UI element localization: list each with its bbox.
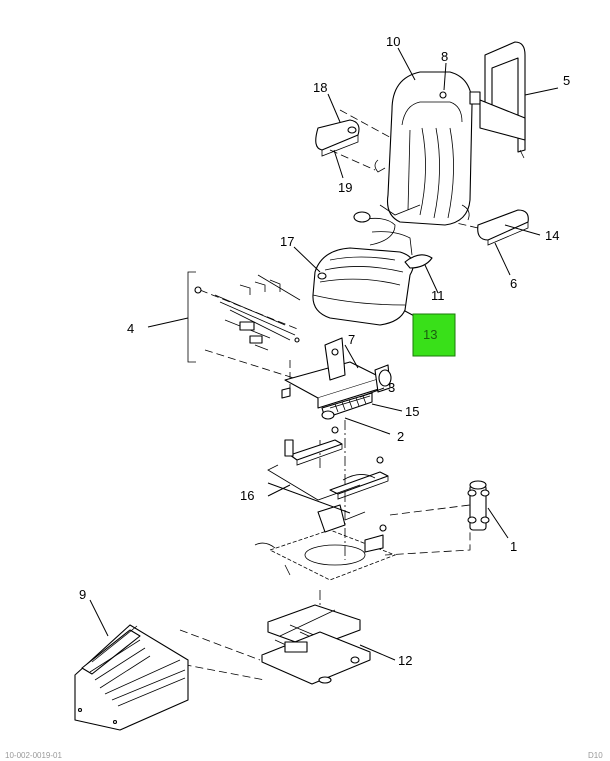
callout-11[interactable]: 11 (431, 288, 445, 303)
callout-12[interactable]: 12 (398, 653, 412, 668)
headrest-handle (469, 41, 526, 159)
shock-absorber (467, 480, 490, 531)
highlighted-callout-13[interactable]: 13 (412, 313, 456, 357)
callout-19[interactable]: 19 (338, 180, 352, 195)
callout-7[interactable]: 7 (348, 332, 355, 347)
callout-2[interactable]: 2 (397, 429, 404, 444)
callout-10[interactable]: 10 (386, 34, 400, 49)
highlight-box[interactable] (412, 313, 456, 357)
mounting-plate (254, 504, 397, 581)
callouts: 1 2 3 4 5 6 7 8 9 10 11 12 14 15 16 17 1… (79, 34, 570, 668)
hardware-kit (187, 271, 301, 363)
drawing-number: 10-002-0019-01 (5, 751, 62, 760)
cable-assembly (353, 204, 421, 256)
callout-16[interactable]: 16 (240, 488, 254, 503)
armrest-left (315, 119, 360, 157)
seat-frame (281, 337, 392, 420)
callout-6[interactable]: 6 (510, 276, 517, 291)
callout-9[interactable]: 9 (79, 587, 86, 602)
seat-skirt (74, 624, 189, 731)
armrest-right (477, 209, 529, 246)
bolt-icon (439, 91, 447, 99)
callout-13[interactable]: 13 (423, 327, 437, 342)
callout-leaders (89, 47, 559, 661)
callout-18[interactable]: 18 (313, 80, 327, 95)
callout-14[interactable]: 14 (545, 228, 559, 243)
footer: 10-002-0019-01 D10 (5, 751, 603, 760)
callout-3[interactable]: 3 (388, 380, 395, 395)
slide-rails (267, 426, 389, 501)
callout-17[interactable]: 17 (280, 234, 294, 249)
assembly-dashed-lines (159, 99, 479, 681)
seat-cushion (312, 247, 433, 326)
callout-4[interactable]: 4 (127, 321, 134, 336)
callout-8[interactable]: 8 (441, 49, 448, 64)
suspension-base (261, 604, 371, 685)
callout-15[interactable]: 15 (405, 404, 419, 419)
callout-5[interactable]: 5 (563, 73, 570, 88)
seat-back (374, 71, 473, 226)
page-code: D10 (588, 751, 603, 760)
callout-1[interactable]: 1 (510, 539, 517, 554)
